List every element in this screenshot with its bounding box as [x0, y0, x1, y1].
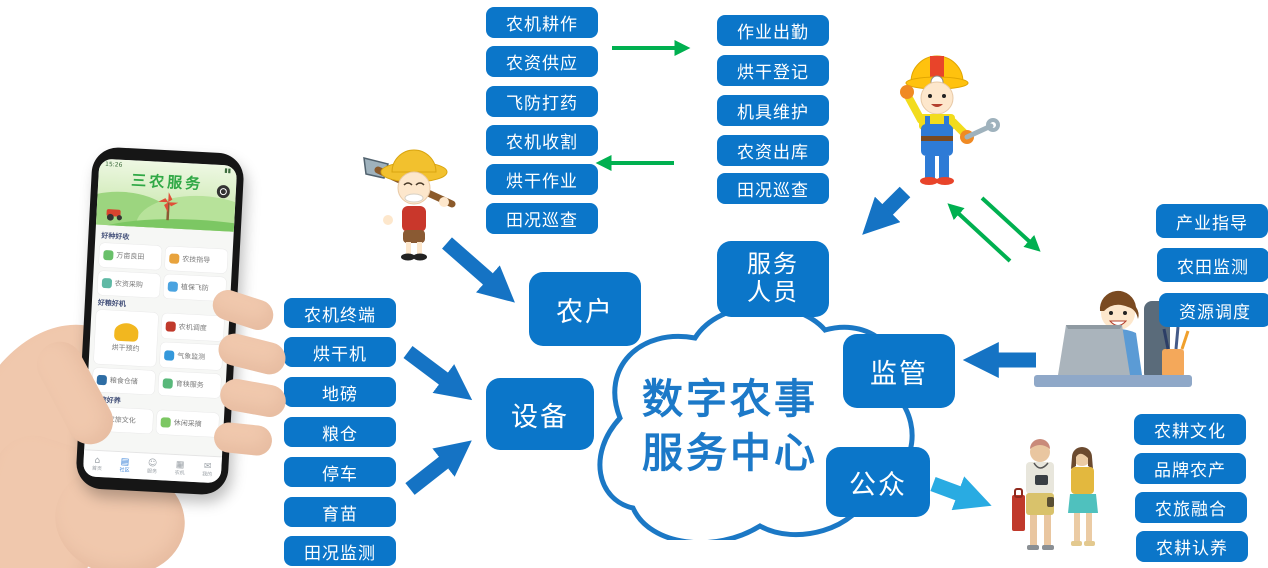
center-title-line2: 服务中心: [642, 429, 818, 478]
book-icon: ▤: [120, 456, 130, 468]
chat-icon: ✉: [203, 461, 212, 472]
tractor-card-icon: [165, 320, 177, 332]
guide-icon: [169, 253, 180, 264]
home-icon: ⌂: [94, 455, 101, 466]
arrow-worker-to-supervisor: [980, 196, 1041, 252]
drone-icon: [167, 281, 179, 292]
app-card: 气象监测: [159, 342, 223, 371]
nav-profile: ✉我的: [202, 461, 213, 478]
farmer-service-box: 飞防打药: [486, 86, 598, 117]
staff-task-box: 机具维护: [717, 95, 829, 126]
field-icon: [103, 249, 114, 261]
device-box: 育苗: [284, 497, 396, 527]
leisure-icon: [160, 417, 171, 428]
staff-task-box: 烘干登记: [717, 55, 829, 86]
arrow-public-node-to-people: [930, 476, 992, 511]
app-card: 粮食仓储: [92, 367, 156, 395]
smartphone: 15:26 ▮▮ 三农服务: [75, 146, 245, 496]
nav-community: ▤社区: [119, 456, 130, 474]
nav-machinery: ▦农机: [174, 459, 185, 476]
app-card: 农机调度: [161, 313, 225, 342]
farmer-service-box: 农机收割: [486, 125, 598, 156]
public-item-box: 农旅融合: [1135, 492, 1247, 523]
grid-icon: ▦: [175, 459, 185, 470]
phone-screen: 15:26 ▮▮ 三农服务: [82, 158, 238, 484]
farmer-illustration: [358, 128, 470, 262]
device-box: 粮仓: [284, 417, 396, 447]
record-icon: [216, 184, 231, 199]
app-card: 农技指导: [164, 246, 228, 274]
arrow-worker-to-staff-node: [862, 186, 911, 235]
staff-task-box: 农资出库: [717, 135, 829, 166]
node-staff-line1: 服务: [747, 250, 799, 279]
nav-home: ⌂首页: [91, 455, 103, 472]
app-card-large: 烘干预约: [93, 309, 159, 367]
device-box: 地磅: [284, 377, 396, 407]
app-card: 育秧服务: [158, 371, 222, 399]
seedling-icon: [162, 378, 173, 389]
node-supervision: 监管: [843, 334, 955, 408]
farmer-service-box: 农机耕作: [486, 7, 598, 38]
staff-task-box: 田况巡查: [717, 173, 829, 204]
public-people-illustration: [1012, 439, 1098, 550]
public-item-box: 农耕文化: [1134, 414, 1246, 445]
node-public: 公众: [826, 447, 930, 517]
device-box: 停车: [284, 457, 396, 487]
tractor-icon: [106, 209, 122, 221]
center-title-line1: 数字农事: [642, 375, 818, 423]
farmer-service-box: 田况巡查: [486, 203, 598, 234]
supervisor-illustration: [1026, 263, 1200, 405]
device-box: 烘干机: [284, 337, 396, 367]
node-staff-line2: 人员: [747, 278, 799, 306]
node-farmer: 农户: [529, 272, 641, 346]
app-card: 休闲采摘: [156, 409, 220, 438]
farmer-service-box: 烘干作业: [486, 164, 598, 195]
device-box: 田况监测: [284, 536, 396, 566]
nav-services: ☺服务: [146, 458, 158, 475]
node-device: 设备: [486, 378, 594, 450]
worker-illustration: [867, 38, 1007, 193]
node-staff: 服务 人员: [717, 241, 829, 317]
supervision-box: 农田监测: [1157, 248, 1268, 282]
app-header: 15:26 ▮▮ 三农服务: [95, 158, 238, 232]
device-box: 农机终端: [284, 298, 396, 328]
center-title: 数字农事 服务中心: [585, 372, 875, 480]
grain-pile-icon: [113, 322, 139, 342]
supervision-box: 资源调度: [1159, 293, 1268, 327]
public-item-box: 农耕认养: [1136, 531, 1248, 562]
people-icon: ☺: [147, 458, 158, 469]
arrow-devices-to-device-node-upper: [403, 346, 473, 401]
public-item-box: 品牌农产: [1134, 453, 1246, 484]
supply-icon: [101, 277, 113, 289]
arrow-supervisor-to-worker: [947, 203, 1012, 263]
windmill-icon: [158, 192, 179, 221]
staff-task-box: 作业出勤: [717, 15, 829, 46]
silo-icon: [96, 374, 108, 386]
farmer-service-box: 农资供应: [486, 46, 598, 77]
arrow-devices-to-device-node-lower: [405, 440, 472, 495]
supervision-box: 产业指导: [1156, 204, 1268, 238]
app-card: 农资采购: [97, 270, 161, 298]
weather-icon: [163, 349, 175, 361]
app-card: 万亩良田: [98, 242, 162, 270]
